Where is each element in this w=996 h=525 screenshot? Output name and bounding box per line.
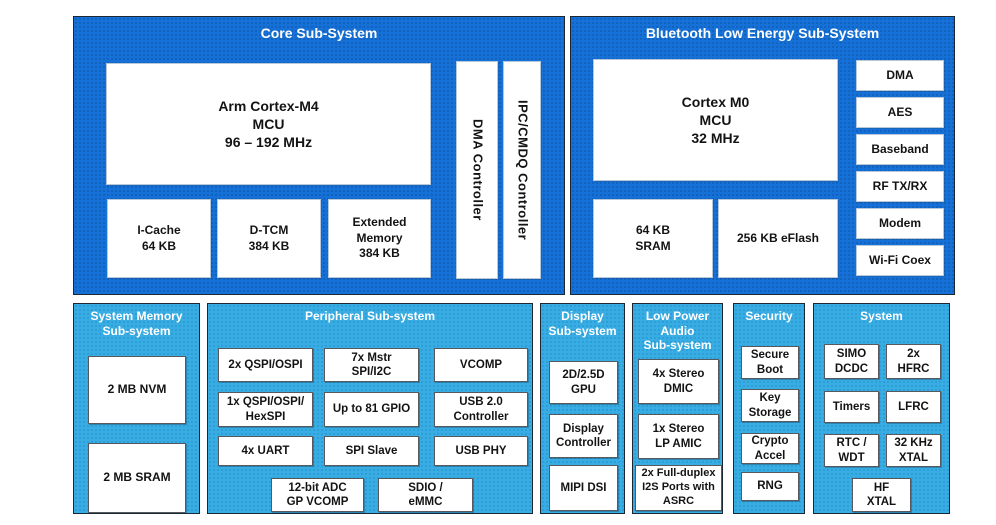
block-dma-controller: DMA Controller [456, 61, 498, 279]
peripheral-panel: Peripheral Sub-system 2x QSPI/OSPI 7x Ms… [207, 303, 533, 514]
ble-subsystem-title: Bluetooth Low Energy Sub-System [645, 25, 880, 41]
block-timers: Timers [824, 391, 879, 423]
block-mipi-dsi: MIPI DSI [549, 465, 618, 511]
block-lfrc: LFRC [886, 391, 941, 423]
audio-panel: Low Power Audio Sub-system 4x Stereo DMI… [632, 303, 723, 514]
block-ble-eflash: 256 KB eFlash [718, 199, 838, 278]
block-ble-sram: 64 KB SRAM [593, 199, 713, 278]
block-rtc-wdt: RTC / WDT [824, 434, 879, 467]
block-simo-dcdc: SIMO DCDC [824, 344, 879, 379]
block-dmic: 4x Stereo DMIC [638, 359, 719, 404]
display-title: Display Sub-system [548, 309, 617, 338]
block-ipc-cmdq-controller: IPC/CMDQ Controller [503, 61, 541, 279]
security-panel: Security Secure Boot Key Storage Crypto … [733, 303, 805, 514]
block-gpu: 2D/2.5D GPU [549, 361, 618, 404]
block-vcomp: VCOMP [434, 348, 528, 382]
block-spi-slave: SPI Slave [324, 436, 419, 466]
block-mstr-spi-i2c: 7x Mstr SPI/I2C [324, 348, 419, 382]
display-panel: Display Sub-system 2D/2.5D GPU Display C… [540, 303, 625, 514]
block-crypto-accel: Crypto Accel [741, 433, 799, 464]
block-hfrc: 2x HFRC [886, 344, 941, 379]
block-icache: I-Cache 64 KB [107, 199, 211, 278]
block-ble-rf-tx-rx: RF TX/RX [856, 171, 944, 202]
block-ble-modem: Modem [856, 208, 944, 239]
block-dtcm: D-TCM 384 KB [217, 199, 321, 278]
block-rng: RNG [741, 472, 799, 501]
block-ble-wifi-coex: Wi-Fi Coex [856, 245, 944, 276]
block-qspi-ospi: 2x QSPI/OSPI [218, 348, 313, 382]
block-secure-boot: Secure Boot [741, 346, 799, 379]
peripheral-title: Peripheral Sub-system [304, 309, 436, 323]
core-subsystem-title: Core Sub-System [260, 25, 378, 41]
block-adc-gp-vcomp: 12-bit ADC GP VCOMP [271, 478, 364, 512]
block-ble-aes: AES [856, 97, 944, 128]
block-qspi-ospi-hexspi: 1x QSPI/OSPI/ HexSPI [218, 392, 313, 427]
audio-title: Low Power Audio Sub-system [643, 309, 712, 353]
block-extended-memory: Extended Memory 384 KB [328, 199, 431, 278]
system-memory-panel: System Memory Sub-system 2 MB NVM 2 MB S… [73, 303, 200, 514]
block-sdio-emmc: SDIO / eMMC [378, 478, 473, 512]
block-uart: 4x UART [218, 436, 313, 466]
security-title: Security [745, 309, 793, 323]
block-hf-xtal: HF XTAL [852, 478, 911, 512]
block-nvm: 2 MB NVM [88, 356, 186, 424]
block-usb-controller: USB 2.0 Controller [434, 392, 528, 427]
block-arm-cortex-m4: Arm Cortex-M4 MCU 96 – 192 MHz [106, 63, 431, 185]
block-ble-dma: DMA [856, 60, 944, 91]
block-cortex-m0: Cortex M0 MCU 32 MHz [593, 59, 838, 181]
block-sram: 2 MB SRAM [88, 443, 186, 513]
block-i2s-asrc: 2x Full-duplex I2S Ports with ASRC [635, 465, 722, 511]
system-memory-title: System Memory Sub-system [90, 309, 183, 338]
block-lp-amic: 1x Stereo LP AMIC [638, 414, 719, 459]
system-title: System [860, 309, 903, 323]
block-32khz-xtal: 32 KHz XTAL [886, 434, 941, 467]
block-key-storage: Key Storage [741, 389, 799, 422]
block-ble-baseband: Baseband [856, 134, 944, 165]
core-subsystem-panel: Core Sub-System Arm Cortex-M4 MCU 96 – 1… [73, 16, 565, 295]
block-display-controller: Display Controller [549, 414, 618, 458]
block-gpio: Up to 81 GPIO [324, 392, 419, 427]
block-usb-phy: USB PHY [434, 436, 528, 466]
ble-subsystem-panel: Bluetooth Low Energy Sub-System Cortex M… [570, 16, 955, 295]
system-panel: System SIMO DCDC 2x HFRC Timers LFRC RTC… [813, 303, 950, 514]
